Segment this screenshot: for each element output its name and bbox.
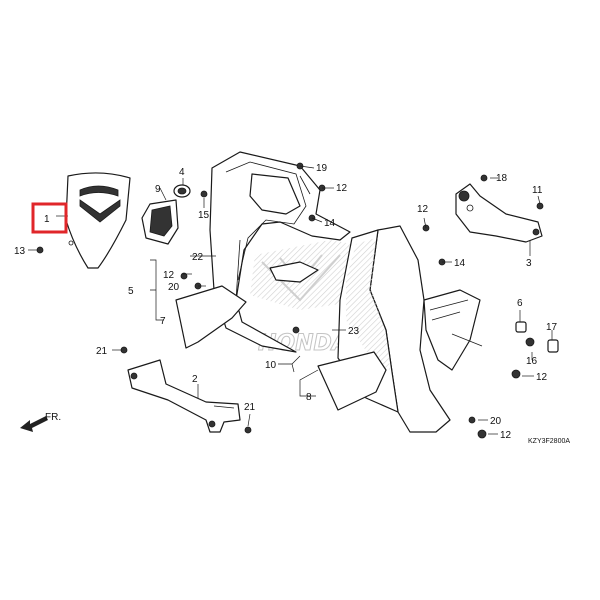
- callout-12-top: 12: [336, 183, 348, 194]
- callout-10: 10: [265, 360, 277, 371]
- callout-17: 17: [546, 322, 558, 333]
- callout-7: 7: [160, 316, 166, 327]
- part-4-grommet: [173, 184, 191, 198]
- callout-6: 6: [517, 298, 523, 309]
- callout-4: 4: [179, 167, 185, 178]
- callout-5: 5: [128, 286, 134, 297]
- callout-20-left: 20: [168, 282, 180, 293]
- callout-2: 2: [192, 374, 198, 385]
- leader-lines: [28, 165, 553, 435]
- callout-20-right: 20: [490, 416, 502, 427]
- part-2-bracket: [127, 359, 241, 433]
- callouts: 1 2 3 4 5 6 7 8 9 10 11 12 12 12 12 12 1…: [14, 163, 558, 441]
- callout-23: 23: [348, 326, 360, 337]
- part-9-cover: [141, 199, 179, 245]
- part-23-front-cover: [317, 225, 481, 433]
- part-7-side-panel: [175, 285, 247, 349]
- callout-22: 22: [192, 252, 204, 263]
- callout-8: 8: [306, 392, 312, 403]
- callout-18: 18: [496, 173, 508, 184]
- callout-1: 1: [44, 214, 50, 225]
- front-indicator-label: FR.: [45, 412, 61, 423]
- front-direction-arrow-icon: FR.: [20, 412, 61, 432]
- callout-14-lower: 14: [454, 258, 466, 269]
- part-22-inner-cover: [209, 151, 351, 353]
- diagram-code: KZY3F2800A: [528, 438, 570, 445]
- part-1-front-garnish: [65, 172, 131, 269]
- fasteners: [36, 162, 559, 439]
- callout-12-bottom: 12: [500, 430, 512, 441]
- callout-11: 11: [532, 185, 543, 196]
- callout-21-left: 21: [96, 346, 108, 357]
- callout-15: 15: [198, 210, 210, 221]
- callout-3: 3: [526, 258, 532, 269]
- callout-13: 13: [14, 246, 26, 257]
- callout-9: 9: [155, 184, 161, 195]
- callout-21-bottom: 21: [244, 402, 256, 413]
- part-3-bracket: [455, 183, 543, 243]
- callout-12-lower-right: 12: [536, 372, 548, 383]
- callout-16: 16: [526, 356, 538, 367]
- callout-14-upper: 14: [324, 218, 336, 229]
- callout-19: 19: [316, 163, 328, 174]
- callout-12-left: 12: [163, 270, 175, 281]
- highlight-box: [31, 202, 68, 234]
- callout-12-right: 12: [417, 204, 429, 215]
